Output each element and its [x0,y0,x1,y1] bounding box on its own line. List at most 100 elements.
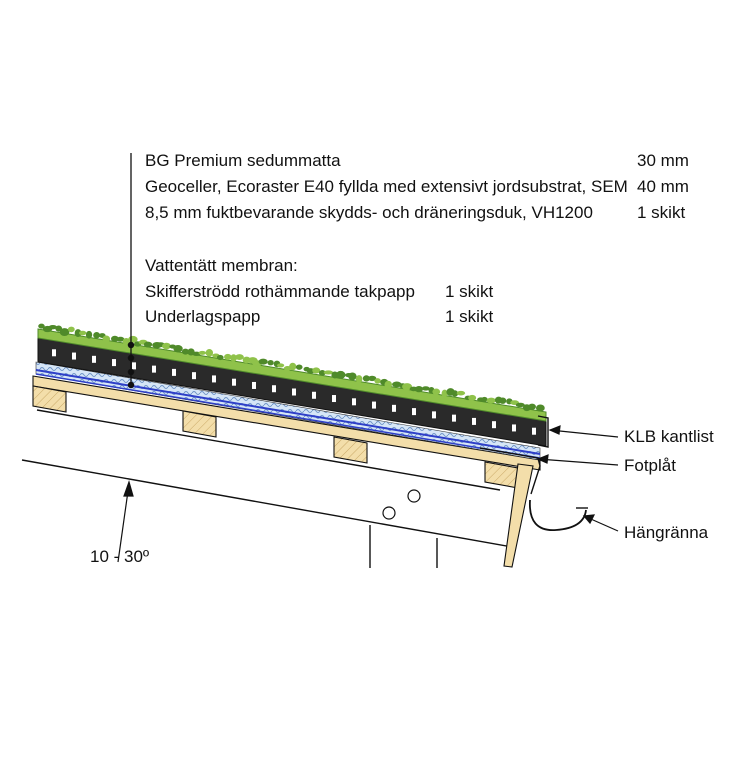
sedum-tuft [481,396,488,403]
layer-name: BG Premium sedummatta [145,151,341,170]
callout-labels: KLB kantlist Fotplåt Hängränna [624,427,714,542]
sedum-base [37,328,547,422]
sedum-tuft [67,326,75,333]
layer-leader [127,153,135,389]
sedum-tuft [143,341,153,348]
sedum-tuft [323,370,334,375]
leader-klb [549,429,619,438]
sedum-tuft [414,385,423,393]
geocell-window [332,395,336,403]
layer-name: 8,5 mm fuktbevarande skydds- och dräneri… [145,203,593,222]
callout-fotplat: Fotplåt [624,456,676,475]
waterproof-membrane-underlay [35,373,541,459]
geocell-window [312,391,316,399]
sedum-tuft [362,375,370,382]
leader-fotplat [537,458,619,466]
layer-name: Geoceller, Ecoraster E40 fyllda med exte… [145,177,628,196]
sedum-tuft [451,390,459,397]
sedum-tuft [432,388,441,396]
sedum-tuft [468,394,477,401]
batten [32,385,67,413]
sedum-tuft [355,375,363,383]
sedum-tuft [402,383,413,391]
geocell-window [172,368,176,376]
sedum-tuft [318,370,326,376]
sedum-tuft [173,345,183,353]
geocell-window [132,362,136,370]
fascia-board [503,463,534,568]
sedum-tuft [486,397,496,404]
eave-details [479,415,588,531]
rafter-structure [21,409,513,568]
geocell-window [372,401,376,409]
geocell-windows [52,349,536,435]
geocell-window [292,388,296,396]
bolt-hole [407,489,421,503]
geocell-window [112,359,116,367]
leader-dot [127,368,135,376]
membrane-heading: Vattentätt membran: [145,256,298,275]
geocell-window [452,414,456,422]
bolt-holes [382,489,421,520]
batten [333,436,368,464]
callout-leaders [536,425,619,532]
sedum-mat [37,323,547,422]
sedum-tuft [289,362,297,371]
sedum-tuft [267,359,274,366]
leader-dot [127,381,135,389]
membrane-name: Skifferströdd rothämmande takpapp [145,282,415,301]
sedum-tuft [348,372,357,381]
sedum-tuft [93,332,101,339]
membrane-value: 1 skikt [445,282,493,301]
callout-hangranna: Hängränna [624,523,709,542]
geocell-window [92,355,96,363]
sedum-tuft [162,342,171,350]
gutter [529,499,587,531]
geocell-window [72,352,76,360]
sedum-tuft [48,325,58,330]
sedum-tufts [38,323,545,412]
sedum-tuft [102,335,111,343]
layer-spec-list: BG Premium sedummatta 30 mm Geoceller, E… [145,151,689,326]
sedum-tuft [528,403,536,410]
geocell-window [392,404,396,412]
geocell-window [532,427,536,435]
decking-board [32,375,541,471]
sedum-tuft [295,364,303,370]
slope-arrow-line [117,483,130,563]
sedum-tuft [276,363,285,368]
sedum-tuft [456,390,466,396]
leader-dot [127,354,135,362]
sedum-tuft [181,348,190,355]
layer-value: 40 mm [637,177,689,196]
klb-edge-strip [537,415,549,448]
sedum-tuft [441,389,448,398]
sedum-tuft [216,354,224,361]
geocell-window [212,375,216,383]
sedum-tuft [198,350,207,355]
sedum-tuft [122,337,130,346]
eave-flashing [479,447,541,495]
sedum-tuft [335,370,346,379]
sedum-tuft [535,404,545,412]
sedum-tuft [205,348,214,357]
sedum-tuft [258,358,268,365]
leader-dot [127,341,135,349]
bolt-hole [382,506,396,520]
geocell-window [192,372,196,380]
geocell-window [52,349,56,357]
sedum-tuft [515,402,525,408]
sedum-tuft [374,378,381,384]
sedum-tuft [110,335,119,342]
sedum-tuft [312,367,321,374]
sedum-tuft [38,323,45,329]
sedum-tuft [116,336,125,342]
geocell-window [152,365,156,373]
sedum-tuft [499,397,507,404]
sedum-tuft [85,330,93,339]
sedum-tuft [384,380,393,389]
geocell-window [272,385,276,393]
rafter-top-line [21,459,513,548]
